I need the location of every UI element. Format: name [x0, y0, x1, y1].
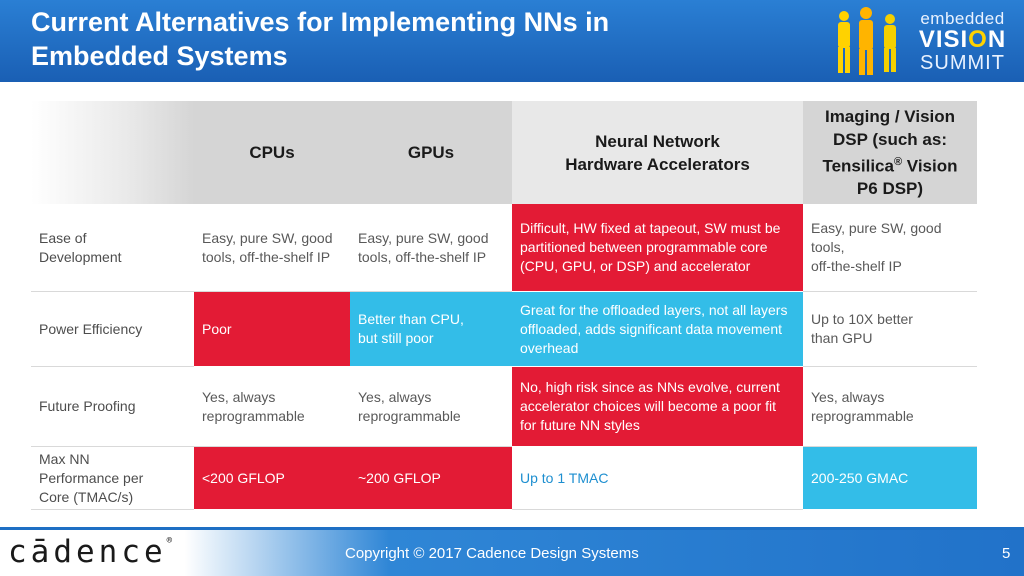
cell-gpu-performance: ~200 GFLOP: [350, 447, 512, 510]
cell-accel-ease: Difficult, HW fixed at tapeout, SW must …: [512, 204, 803, 292]
cell-gpu-ease: Easy, pure SW, good tools, off-the-shelf…: [350, 204, 512, 292]
cell-cpu-performance: <200 GFLOP: [194, 447, 350, 510]
page-number: 5: [1002, 545, 1011, 562]
cell-cpu-power: Poor: [194, 292, 350, 367]
cell-accel-future: No, high risk since as NNs evolve, curre…: [512, 367, 803, 447]
column-header-cpus: CPUs: [194, 101, 350, 204]
title-bar: [0, 0, 1024, 82]
slide-title: Current Alternatives for Implementing NN…: [31, 5, 791, 73]
people-silhouettes-icon: [838, 7, 896, 75]
cell-accel-performance: Up to 1 TMAC: [512, 447, 803, 510]
cadence-logo: cādence®: [8, 534, 173, 570]
slide-title-line-2: Embedded Systems: [31, 41, 288, 71]
row-label-future-proofing: Future Proofing: [31, 367, 194, 447]
row-label-power-efficiency: Power Efficiency: [31, 292, 194, 367]
cell-dsp-performance: 200-250 GMAC: [803, 447, 977, 510]
logo-word-summit: SUMMIT: [920, 52, 1005, 74]
logo-word-vision: VISION: [918, 26, 1007, 53]
logo-word-embedded: embedded: [920, 9, 1005, 28]
column-header-gpus: GPUs: [350, 101, 512, 204]
cell-accel-power: Great for the offloaded layers, not all …: [512, 292, 803, 367]
footer-bar: [0, 530, 1024, 576]
embedded-vision-summit-logo: embedded VISION SUMMIT: [830, 4, 1020, 78]
cell-cpu-ease: Easy, pure SW, good tools, off-the-shelf…: [194, 204, 350, 292]
cell-gpu-power: Better than CPU,but still poor: [350, 292, 512, 367]
table-corner-header: [31, 101, 194, 204]
copyright-text: Copyright © 2017 Cadence Design Systems: [345, 545, 639, 562]
logo-wordmark: embedded VISION SUMMIT: [910, 10, 1015, 73]
slide-title-line-1: Current Alternatives for Implementing NN…: [31, 7, 610, 37]
footer-divider: [0, 527, 1024, 530]
